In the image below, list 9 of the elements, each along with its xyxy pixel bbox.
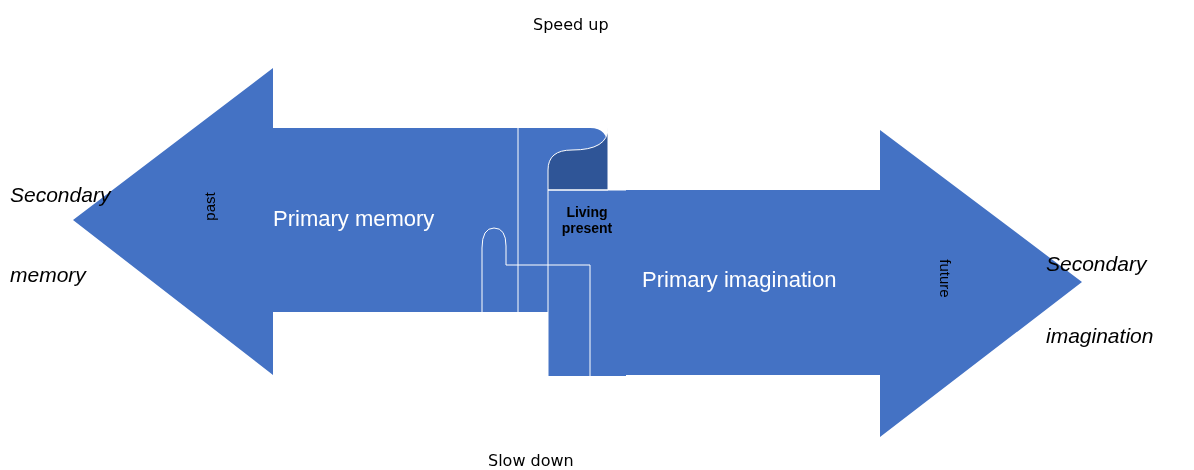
scroll-shape (482, 128, 626, 376)
direction-word: future (936, 259, 954, 298)
top-annotation: Speed up (533, 15, 609, 34)
bottom-annotation: Slow down (488, 451, 574, 470)
scroll-label: Living present (560, 204, 614, 236)
direction-word: past (200, 192, 218, 221)
arrow-label: Primary memory (273, 206, 435, 232)
side-label: Secondary memory (10, 182, 113, 288)
arrow-label: Primary imagination (642, 267, 837, 293)
